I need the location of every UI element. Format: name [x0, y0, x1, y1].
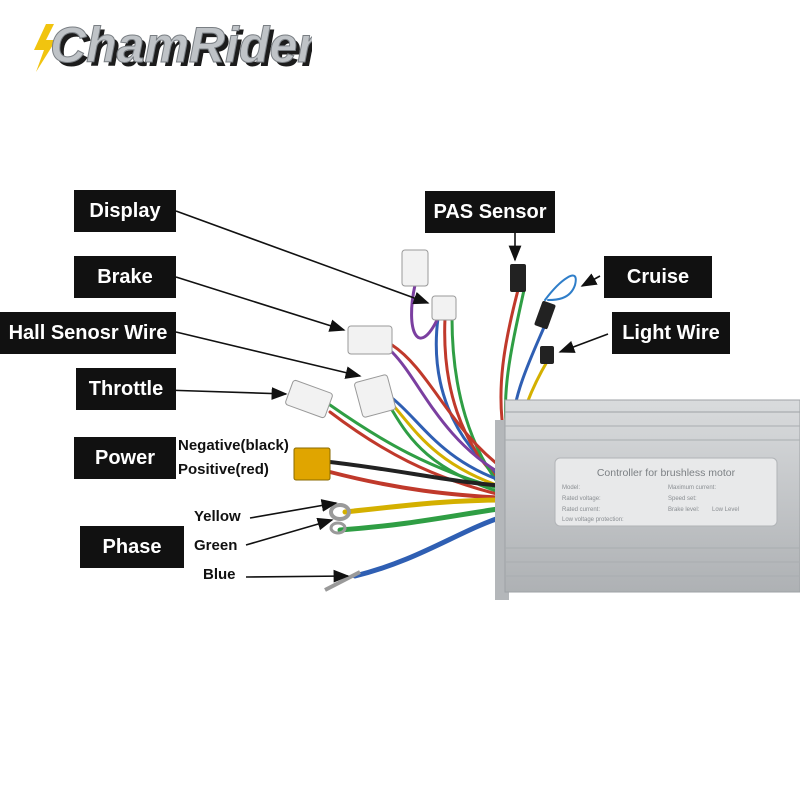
- spec-r1c0: Rated voltage:: [562, 496, 601, 502]
- controller-title: Controller for brushless motor: [597, 467, 736, 479]
- label-display: Display: [74, 190, 176, 232]
- label-power-positive: Positive(red): [178, 461, 269, 478]
- label-light-wire: Light Wire: [612, 312, 730, 354]
- power-xt60-connector: [293, 447, 331, 481]
- arrow-light: [558, 333, 609, 353]
- arrow-display: [175, 210, 430, 305]
- label-phase-green: Green: [194, 537, 238, 554]
- connectors: [285, 249, 556, 592]
- logo-shadow: ChamRider: [54, 21, 312, 77]
- phase-wire-green: [337, 505, 508, 533]
- arrow-phase-blue: [245, 569, 350, 583]
- cruise-loop: [544, 274, 577, 301]
- spec-r2c0: Rated current:: [562, 507, 600, 513]
- label-power-negative: Negative(black): [178, 437, 289, 454]
- label-power: Power: [74, 437, 176, 479]
- cruise-connector: [534, 300, 556, 330]
- label-brake: Brake: [74, 256, 176, 298]
- arrow-brake: [175, 276, 346, 332]
- spec-r1c2: Speed set:: [668, 496, 697, 502]
- hall-wire-blue: [390, 396, 507, 484]
- display-wire-blue: [434, 316, 507, 482]
- chamrider-logo: ChamRider ChamRider: [34, 17, 312, 77]
- arrow-throttle: [163, 387, 288, 400]
- light-connector: [540, 346, 554, 364]
- brake-wire: [390, 343, 507, 472]
- arrow-hall-sensor: [175, 331, 362, 379]
- spec-label-plate: [554, 457, 778, 527]
- arrow-phase-yellow: [249, 499, 338, 519]
- bolt-icon: [34, 24, 56, 72]
- hall-wire-yellow: [390, 402, 507, 490]
- throttle-connector: [285, 379, 333, 419]
- throttle-wire-red: [328, 410, 507, 498]
- label-phase-blue: Blue: [203, 566, 236, 583]
- label-cruise: Cruise: [604, 256, 712, 298]
- label-phase: Phase: [80, 526, 184, 568]
- phase-terminal-yellow: [329, 503, 351, 521]
- phase-terminal-blue: [324, 570, 361, 592]
- spec-rows: Model: Maximum current: Rated voltage: S…: [562, 485, 739, 523]
- spec-r3c0: Low voltage protection:: [562, 517, 624, 523]
- label-hall-sensor-wire: Hall Senosr Wire: [0, 312, 176, 354]
- phase-wire-blue: [352, 513, 508, 579]
- brake-wire-2: [390, 350, 507, 478]
- power-wire-black: [328, 460, 507, 488]
- display-connector-2: [431, 295, 457, 321]
- brake-connector: [347, 325, 393, 355]
- pas-connector: [510, 264, 526, 292]
- spec-r0c0: Model:: [562, 485, 580, 491]
- spec-r0c2: Maximum current:: [668, 485, 716, 491]
- power-wire-red: [328, 470, 507, 500]
- spec-r2c3: Low Level: [712, 507, 739, 513]
- hall-connector: [354, 374, 396, 418]
- phase-wire-yellow: [342, 497, 508, 515]
- label-throttle: Throttle: [76, 368, 176, 410]
- arrow-phase-green: [245, 517, 334, 546]
- arrow-cruise: [580, 273, 601, 287]
- display-connector-1: [401, 249, 429, 287]
- spec-r2c2: Brake level:: [668, 507, 700, 513]
- controller-box: Controller for brushless motor Model: Ma…: [495, 399, 800, 600]
- label-phase-yellow: Yellow: [194, 508, 241, 525]
- logo-text: ChamRider: [50, 17, 312, 73]
- leader-arrows: [163, 210, 609, 583]
- label-pas-sensor: PAS Sensor: [425, 191, 555, 233]
